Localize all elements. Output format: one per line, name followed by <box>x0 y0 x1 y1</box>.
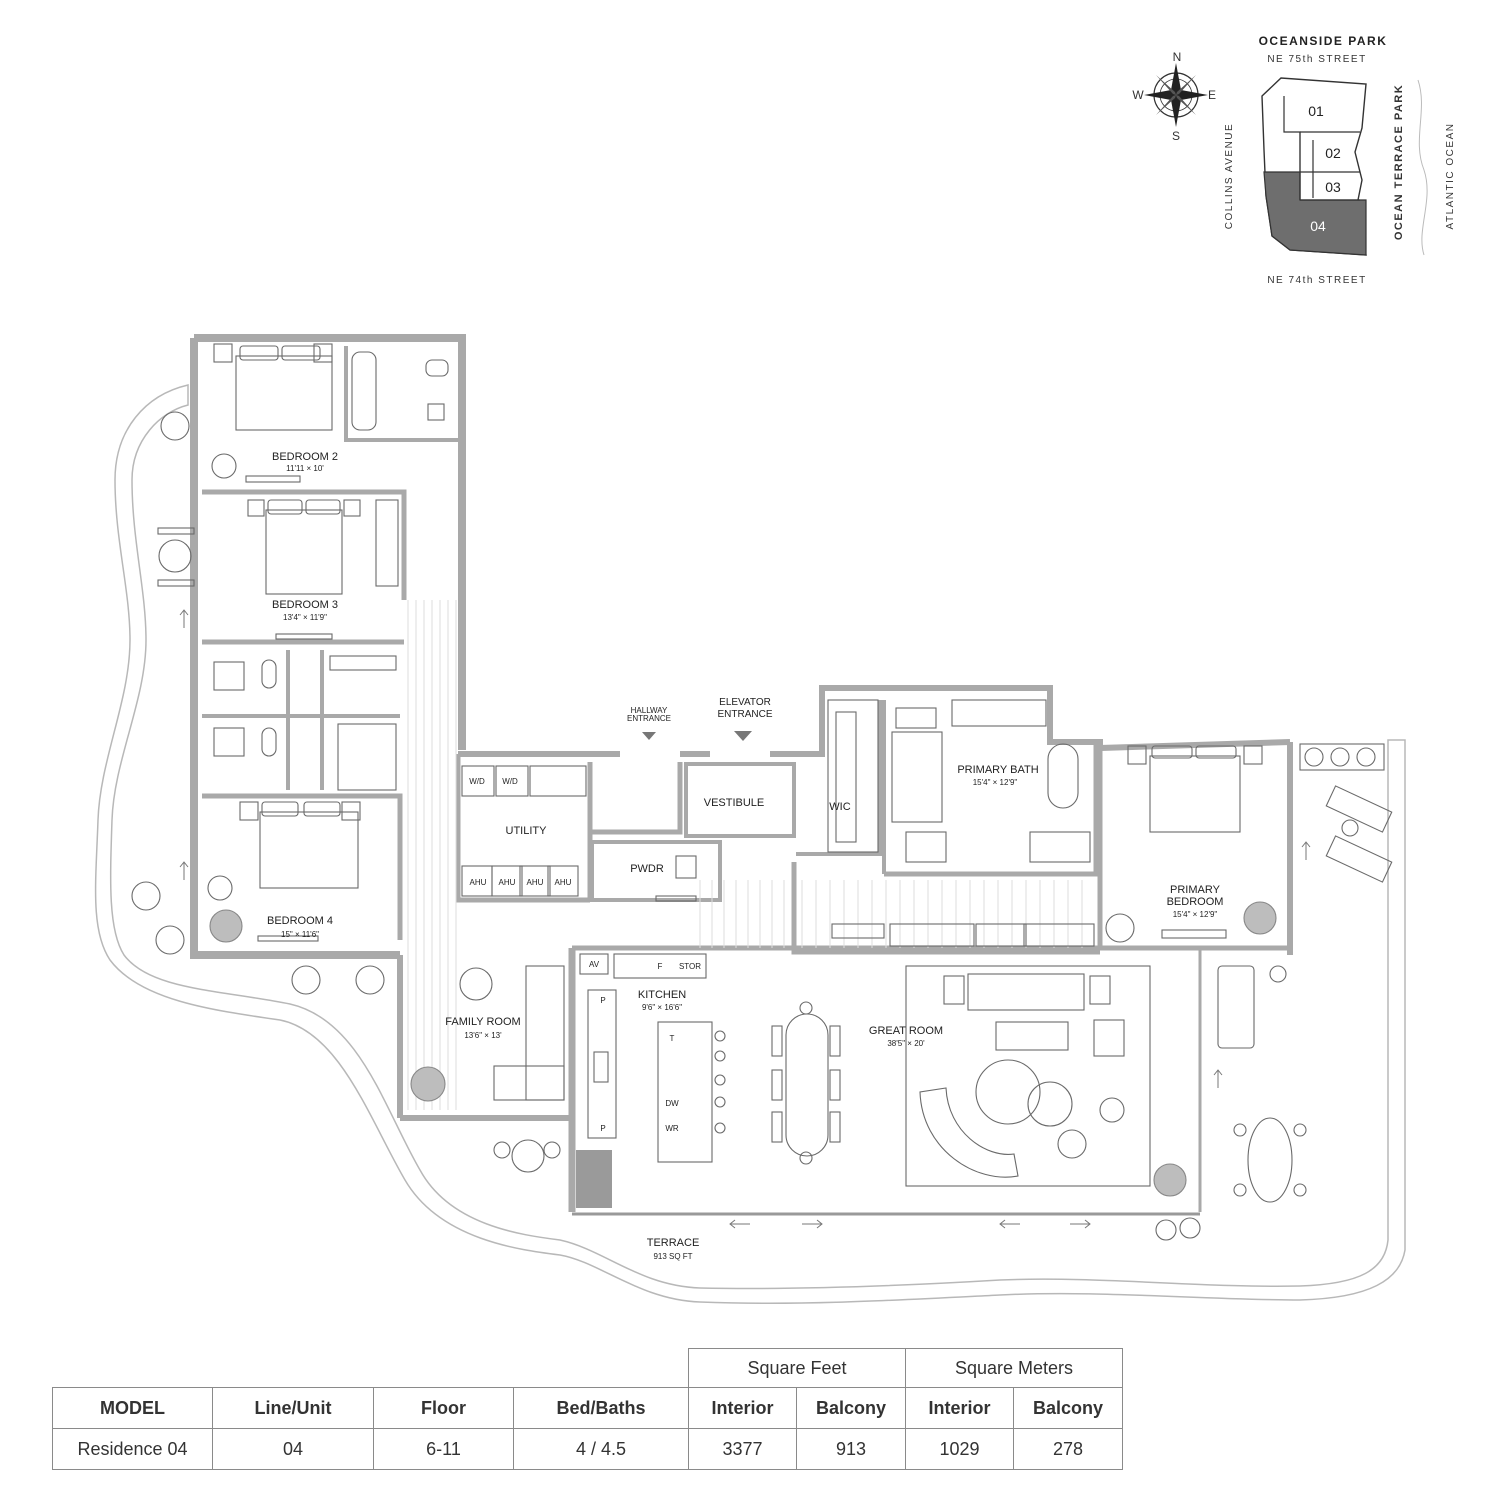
key-plan-unit-03-label: 03 <box>1325 179 1341 195</box>
specs-header: MODEL <box>52 1387 213 1429</box>
specs-value: 1029 <box>905 1428 1014 1470</box>
specs-value-row: Residence 04 04 6-11 4 / 4.5 3377 913 10… <box>52 1428 1123 1470</box>
compass-n-label: N <box>1173 50 1182 64</box>
family-room-label: FAMILY ROOM <box>445 1016 520 1028</box>
specs-header-row: MODEL Line/Unit Floor Bed/Baths Interior… <box>52 1387 1123 1429</box>
specs-value: 04 <box>212 1428 374 1470</box>
specs-group-sqft: Square Feet <box>688 1348 906 1388</box>
ahu-label-2: AHU <box>499 878 516 887</box>
bedroom4-label: BEDROOM 4 <box>267 915 333 927</box>
terrace-arrows <box>179 609 1311 1229</box>
specs-table: Square Feet Square Meters MODEL Line/Uni… <box>52 1348 1123 1470</box>
key-plan: N S W E OCEANSIDE PARK NE 75th STREET NE… <box>1132 34 1456 286</box>
bedroom3-label: BEDROOM 3 <box>272 599 338 611</box>
specs-header: Balcony <box>1013 1387 1123 1429</box>
bedroom4-dim: 15" × 11'6" <box>281 930 319 939</box>
terrace-area: 913 SQ FT <box>653 1252 692 1261</box>
bedroom2-dim: 11'11 × 10' <box>286 464 324 473</box>
bedroom2-label: BEDROOM 2 <box>272 451 338 463</box>
wd-label-2: W/D <box>502 777 518 786</box>
stor-label: STOR <box>679 962 701 971</box>
dw-label: DW <box>665 1099 679 1108</box>
wd-label-1: W/D <box>469 777 485 786</box>
primary-bath-dim: 15'4" × 12'9" <box>973 778 1018 787</box>
great-room-dim: 38'5" × 20' <box>887 1039 925 1048</box>
specs-value: 913 <box>796 1428 906 1470</box>
specs-header: Balcony <box>796 1387 906 1429</box>
ahu-label-3: AHU <box>527 878 544 887</box>
specs-value: 4 / 4.5 <box>513 1428 689 1470</box>
ocean-label: ATLANTIC OCEAN <box>1445 123 1456 230</box>
terrace-label: TERRACE <box>647 1237 700 1249</box>
street-north-label: NE 75th STREET <box>1267 54 1366 65</box>
specs-header: Bed/Baths <box>513 1387 689 1429</box>
kitchen-label: KITCHEN <box>638 989 686 1001</box>
primary-bedroom-label-2: BEDROOM <box>1167 896 1224 908</box>
primary-bedroom-label-1: PRIMARY <box>1170 884 1221 896</box>
utility-label: UTILITY <box>506 825 548 837</box>
shoreline <box>1417 79 1428 256</box>
walls <box>190 334 1293 1212</box>
kitchen-dim: 9'6" × 16'6" <box>642 1003 682 1012</box>
bedroom3-dim: 13'4" × 11'9" <box>283 613 327 622</box>
specs-header: Interior <box>688 1387 797 1429</box>
hallway-entrance-label-2: ENTRANCE <box>627 714 671 723</box>
street-east-label: OCEAN TERRACE PARK <box>1393 84 1405 240</box>
primary-bath-label: PRIMARY BATH <box>957 764 1038 776</box>
fridge-label: F <box>658 962 663 971</box>
elevator-entrance-marker-icon <box>734 731 752 741</box>
elevator-entrance-label-2: ENTRANCE <box>717 709 772 720</box>
compass-rose-icon <box>1144 63 1208 127</box>
room-labels: BEDROOM 2 11'11 × 10' BEDROOM 3 13'4" × … <box>267 451 1223 1261</box>
kitchen-pantry-block <box>576 1150 612 1208</box>
family-room-dim: 13'6" × 13' <box>464 1031 502 1040</box>
furniture <box>131 343 1393 1241</box>
trash-label: T <box>670 1034 675 1043</box>
specs-value: 6-11 <box>373 1428 514 1470</box>
specs-group-sqm: Square Meters <box>905 1348 1123 1388</box>
ahu-label-4: AHU <box>555 878 572 887</box>
wr-label: WR <box>665 1124 679 1133</box>
corridor-hatching <box>407 600 1083 1110</box>
street-south-label: NE 74th STREET <box>1267 275 1366 286</box>
specs-header: Interior <box>905 1387 1014 1429</box>
specs-value: Residence 04 <box>52 1428 213 1470</box>
compass-e-label: E <box>1208 88 1216 102</box>
pantry-label-2: P <box>600 1124 605 1133</box>
specs-header: Floor <box>373 1387 514 1429</box>
key-plan-divider-02 <box>1299 131 1360 201</box>
av-label: AV <box>589 960 600 969</box>
key-plan-unit-04-label: 04 <box>1310 218 1326 234</box>
wic-label: WIC <box>829 801 850 813</box>
key-plan-title: OCEANSIDE PARK <box>1259 34 1388 48</box>
key-plan-unit-01-label: 01 <box>1308 103 1324 119</box>
hallway-entrance-label-1: HALLWAY <box>631 706 668 715</box>
compass-w-label: W <box>1132 88 1144 102</box>
key-plan-unit-02-label: 02 <box>1325 145 1341 161</box>
terrace-outline <box>94 384 1406 1305</box>
pwdr-label: PWDR <box>630 863 664 875</box>
great-room-label: GREAT ROOM <box>869 1025 943 1037</box>
specs-header: Line/Unit <box>212 1387 374 1429</box>
specs-value: 278 <box>1013 1428 1123 1470</box>
pantry-label-1: P <box>600 996 605 1005</box>
hallway-entrance-marker-icon <box>642 732 656 740</box>
elevator-entrance-label-1: ELEVATOR <box>719 697 771 708</box>
specs-value: 3377 <box>688 1428 797 1470</box>
street-west-label: COLLINS AVENUE <box>1224 123 1235 229</box>
fixture-labels: W/D W/D AHU AHU AHU AHU AV F STOR P P T … <box>469 777 701 1133</box>
specs-group-row: Square Feet Square Meters <box>53 1348 1123 1388</box>
primary-bedroom-dim: 15'4" × 12'9" <box>1173 910 1218 919</box>
compass-s-label: S <box>1172 129 1180 143</box>
vestibule-label: VESTIBULE <box>704 797 765 809</box>
ahu-label-1: AHU <box>470 878 487 887</box>
